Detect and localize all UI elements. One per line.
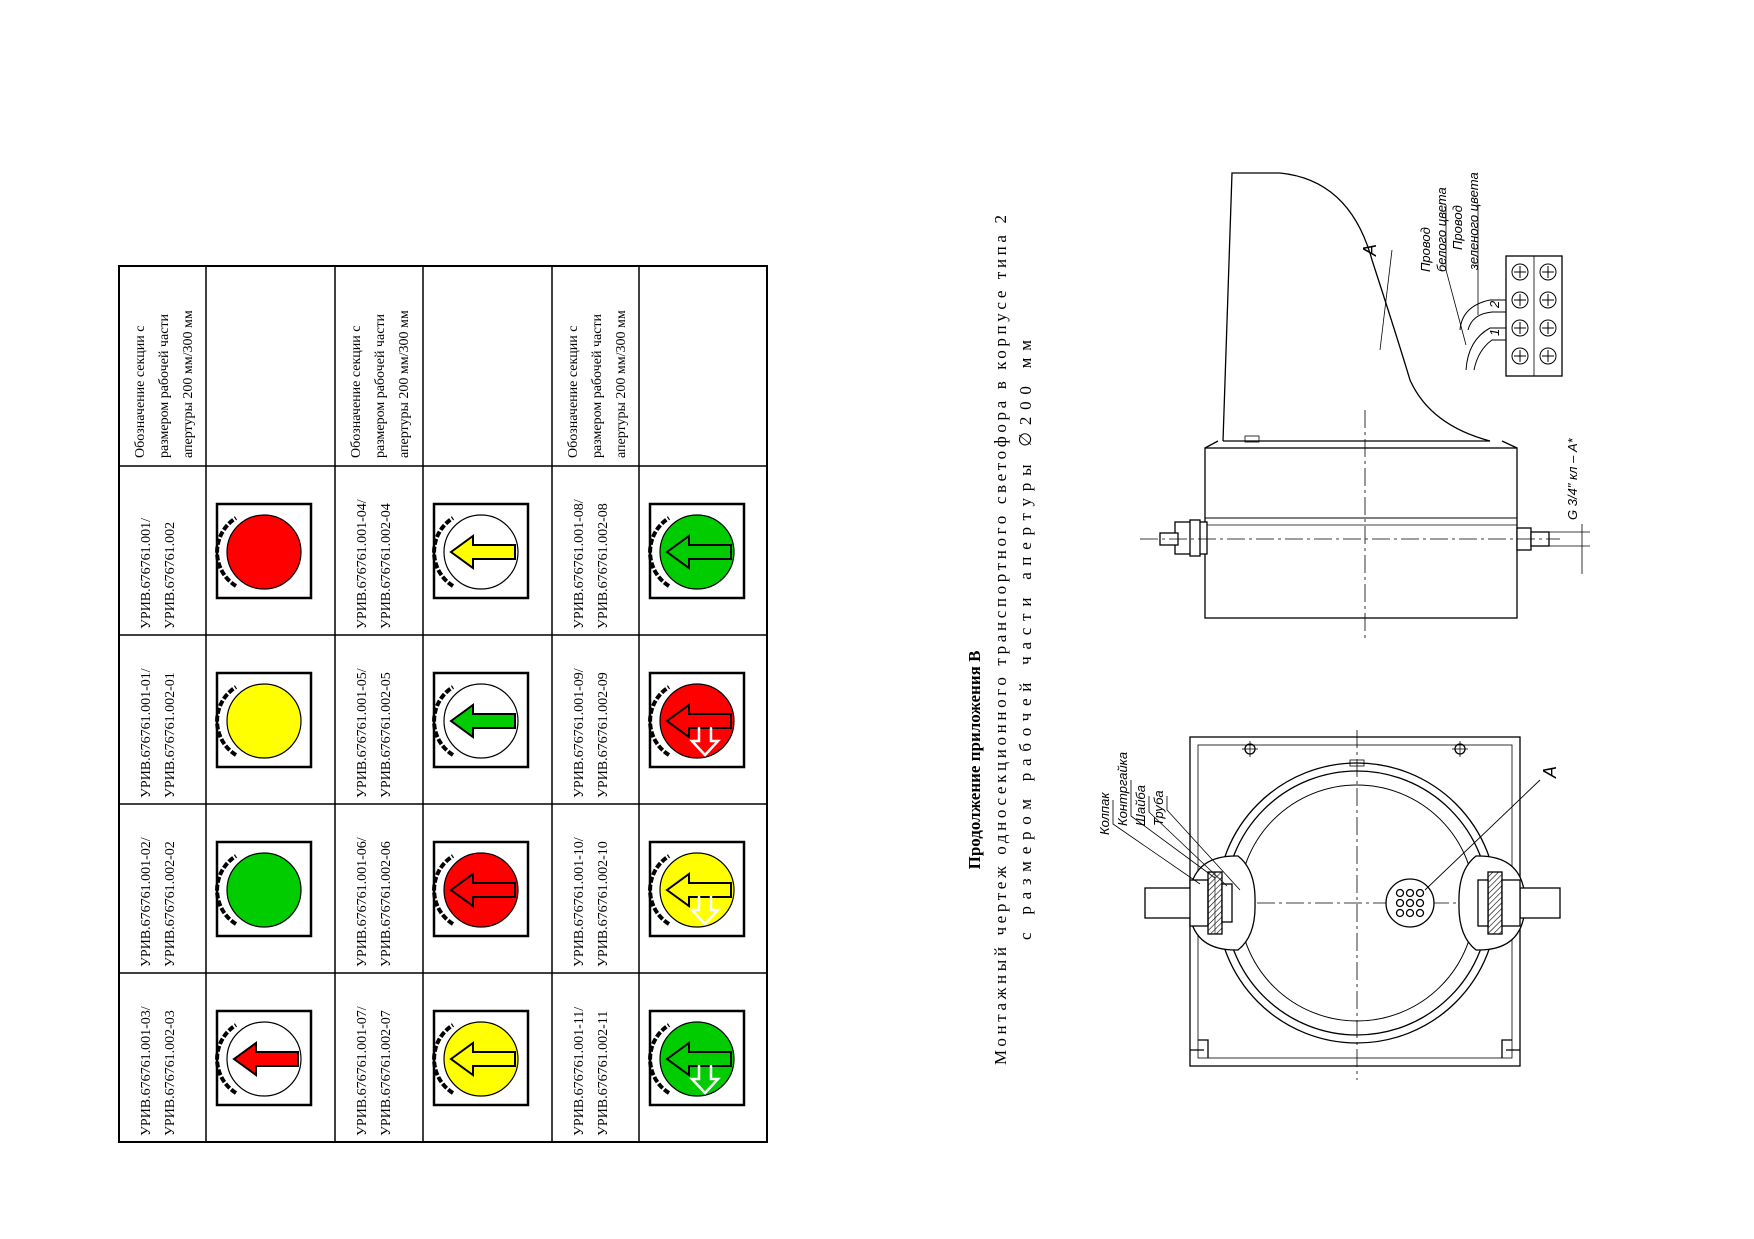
header-line-3: апертуры 200 мм/300 мм xyxy=(397,310,412,458)
code-g3-r3-line1: УРИВ.676761.001-10/ xyxy=(572,837,587,967)
red-round-signal-icon xyxy=(215,502,313,600)
arrow-shape xyxy=(449,1041,516,1077)
code-g1-r3-line2: УРИВ.676761.002-02 xyxy=(163,841,178,967)
title-block: Продолжение приложения В Монтажный черте… xyxy=(965,215,1035,1065)
code-g1-r4-line2: УРИВ.676761.002-03 xyxy=(163,1010,178,1136)
arrow-shape xyxy=(665,1041,732,1077)
wire-white-line-1: Провод xyxy=(1418,227,1433,272)
code-g1-r4-line1: УРИВ.676761.001-03/ xyxy=(139,1006,154,1136)
signal-cells xyxy=(215,502,746,1107)
arrow-shape xyxy=(449,534,516,570)
front-view-labels: Колпак Контргайка Шайба Труба А xyxy=(1097,752,1560,835)
header-line-3: апертуры 200 мм/300 мм xyxy=(181,310,196,458)
code-cells: УРИВ.676761.001/УРИВ.676761.002УРИВ.6767… xyxy=(139,499,611,1136)
yellow-round-signal-icon xyxy=(215,671,313,769)
arrow-shape xyxy=(232,1041,299,1077)
code-g3-r1-line2: УРИВ.676761.002-08 xyxy=(596,503,611,629)
arrow-shape xyxy=(449,872,516,908)
label-locknut: Контргайка xyxy=(1115,752,1130,826)
header-line-2: размером рабочей части xyxy=(157,313,172,458)
branch-arrow-shape xyxy=(689,727,721,757)
code-g1-r2-line2: УРИВ.676761.002-01 xyxy=(163,672,178,798)
side-view-drawing xyxy=(1140,172,1590,640)
title-appendix: Продолжение приложения В xyxy=(965,651,984,870)
arrow-shape xyxy=(665,534,732,570)
code-g3-r4-line1: УРИВ.676761.001-11/ xyxy=(572,1007,587,1136)
label-cap: Колпак xyxy=(1097,792,1112,835)
side-view-ref: А xyxy=(1360,244,1380,257)
code-g1-r2-line1: УРИВ.676761.001-01/ xyxy=(139,668,154,798)
red-straight-right-signal-icon xyxy=(648,671,746,769)
code-g2-r1-line2: УРИВ.676761.002-04 xyxy=(379,503,394,629)
wire-white-line-2: белого цвета xyxy=(1434,187,1449,272)
group-3-header: Обозначение секции с размером рабочей ча… xyxy=(566,310,629,458)
branch-arrow-shape xyxy=(689,896,721,926)
label-pipe: Труба xyxy=(1151,790,1166,826)
header-line-1: Обозначение секции с xyxy=(349,326,364,458)
code-g2-r1-line1: УРИВ.676761.001-04/ xyxy=(355,499,370,629)
code-g2-r3-line2: УРИВ.676761.002-06 xyxy=(379,841,394,967)
wire-green-line-2: зеленого цвета xyxy=(1466,172,1481,271)
section-designation-table: Обозначение секции с размером рабочей ча… xyxy=(118,265,768,1143)
terminal-number-1: 1 xyxy=(1487,329,1502,336)
code-g2-r2-line2: УРИВ.676761.002-05 xyxy=(379,672,394,798)
code-g1-r3-line1: УРИВ.676761.001-02/ xyxy=(139,837,154,967)
visor-outline xyxy=(1222,172,1491,442)
arrow-shape xyxy=(665,872,732,908)
green-arrow-signal-icon xyxy=(432,671,530,769)
label-washer: Шайба xyxy=(1133,785,1148,826)
header-line-1: Обозначение секции с xyxy=(566,326,581,458)
red-arrow-signal-icon xyxy=(215,1009,313,1107)
code-g3-r1-line1: УРИВ.676761.001-08/ xyxy=(572,499,587,629)
code-g3-r3-line2: УРИВ.676761.002-10 xyxy=(596,841,611,967)
green-filled-arrow-signal-icon xyxy=(648,502,746,600)
table-border xyxy=(118,265,768,1143)
header-line-3: апертуры 200 мм/300 мм xyxy=(614,310,629,458)
green-straight-right-signal-icon xyxy=(648,1009,746,1107)
group-1-header: Обозначение секции с размером рабочей ча… xyxy=(133,310,196,458)
body-outline xyxy=(1204,447,1518,619)
front-view-ref: А xyxy=(1540,766,1560,779)
header-line-2: размером рабочей части xyxy=(590,313,605,458)
arrow-shape xyxy=(449,703,516,739)
terminal-number-2: 2 xyxy=(1487,300,1502,309)
yellow-filled-arrow-signal-icon xyxy=(432,1009,530,1107)
code-g1-r1-line1: УРИВ.676761.001/ xyxy=(139,518,154,629)
side-view-labels: А Провод белого цвета Провод зеленого цв… xyxy=(1360,172,1580,520)
red-filled-arrow-signal-icon xyxy=(432,840,530,938)
title-main: Монтажный чертеж односекционного транспо… xyxy=(991,215,1010,1065)
code-g2-r4-line2: УРИВ.676761.002-07 xyxy=(379,1010,394,1136)
group-2-header: Обозначение секции с размером рабочей ча… xyxy=(349,310,412,458)
code-g1-r1-line2: УРИВ.676761.002 xyxy=(163,522,178,629)
header-line-1: Обозначение секции с xyxy=(133,326,148,458)
code-g3-r2-line1: УРИВ.676761.001-09/ xyxy=(572,668,587,798)
wire-green-line-1: Провод xyxy=(1450,205,1465,250)
header-line-2: размером рабочей части xyxy=(373,313,388,458)
arrow-shape xyxy=(665,703,732,739)
yellow-straight-right-signal-icon xyxy=(648,840,746,938)
front-view-drawing xyxy=(1112,730,1561,1080)
code-g3-r4-line2: УРИВ.676761.002-11 xyxy=(596,1011,611,1136)
code-g2-r2-line1: УРИВ.676761.001-05/ xyxy=(355,668,370,798)
yellow-arrow-signal-icon xyxy=(432,502,530,600)
code-g2-r4-line1: УРИВ.676761.001-07/ xyxy=(355,1006,370,1136)
title-aperture: с размером рабочей части апертуры ∅200 м… xyxy=(1016,340,1035,940)
code-g2-r3-line1: УРИВ.676761.001-06/ xyxy=(355,837,370,967)
green-round-signal-icon xyxy=(215,840,313,938)
code-g3-r2-line2: УРИВ.676761.002-09 xyxy=(596,672,611,798)
branch-arrow-shape xyxy=(689,1065,721,1095)
thread-label: G 3/4" кл – А* xyxy=(1565,437,1580,520)
